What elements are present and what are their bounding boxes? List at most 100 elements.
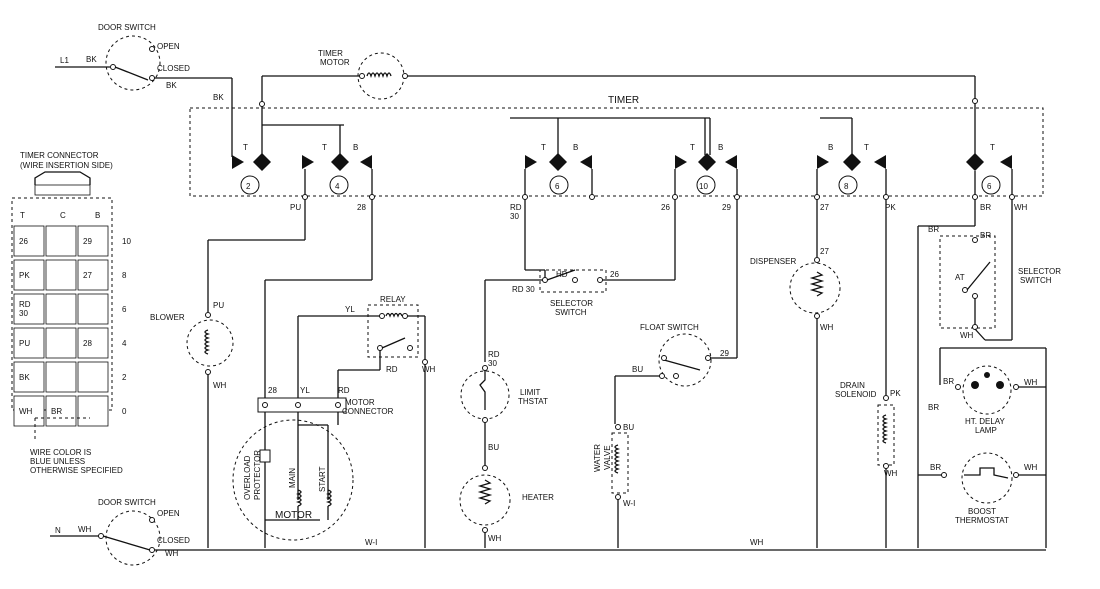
wire-30-top: 30 <box>510 212 519 221</box>
heater-label: HEATER <box>522 493 554 502</box>
wire-br-sel-1: BR <box>928 225 939 234</box>
motor: OVERLOAD PROTECTOR MAIN START MOTOR <box>232 412 354 548</box>
float-switch-label: FLOAT SWITCH <box>640 323 699 332</box>
wire-30-limit: 30 <box>488 359 497 368</box>
limit-thstat-label-2: THSTAT <box>518 397 548 406</box>
water-valve: BU W-I WATER VALVE <box>593 376 635 548</box>
selector-switch-center: HD 26 RD 30 SELECTOR SWITCH <box>485 199 676 317</box>
relay-label: RELAY <box>380 295 406 304</box>
wire-bk-door: BK <box>166 81 177 90</box>
timer-motor: TIMER <box>259 49 978 107</box>
wire-br-sel-2: BR <box>980 231 991 240</box>
motor-connector-label-1: MOTOR <box>345 398 375 407</box>
selector-switch-label-2: SWITCH <box>555 308 587 317</box>
connector-cell <box>77 293 109 325</box>
wire-wh-bus-2: WH <box>750 538 764 547</box>
wire-29-float: 29 <box>720 349 729 358</box>
sw10-left: T <box>690 143 695 152</box>
wire-28: 28 <box>357 203 366 212</box>
main-label: MAIN <box>288 468 297 488</box>
drain-solenoid: DRAIN SOLENOID PK WH <box>835 199 901 548</box>
water-valve-label-2: VALVE <box>603 445 612 470</box>
connector-position: 8 <box>122 271 127 280</box>
timer-label: TIMER <box>608 95 639 106</box>
connector-cell-text: BR <box>51 407 62 416</box>
connector-cell <box>45 225 77 257</box>
limit-thstat-label-1: LIMIT <box>520 388 541 397</box>
closed-top: CLOSED <box>157 64 190 73</box>
n-label: N <box>55 526 61 535</box>
wire-wh-valve: W-I <box>623 499 635 508</box>
connector-cell-text: PK <box>19 271 30 280</box>
wire-wh-blower: WH <box>213 381 227 390</box>
sw2-number: 2 <box>246 182 251 191</box>
open-top: OPEN <box>157 42 180 51</box>
boost-label-1: BOOST <box>968 507 996 516</box>
wire-26: 26 <box>661 203 670 212</box>
wire-bk-l1: BK <box>86 55 97 64</box>
timer-switch-2: T 2 <box>232 143 271 195</box>
motor-connector-label-2: CONNECTOR <box>342 407 394 416</box>
wire-rd-limit: RD <box>488 350 500 359</box>
sw4-number: 4 <box>335 182 340 191</box>
wire-rd-motor: RD <box>338 386 350 395</box>
wire-wh-timer: WH <box>1014 203 1028 212</box>
wire-27-dispenser: 27 <box>820 247 829 256</box>
blower: BLOWER PU WH <box>150 199 306 548</box>
wire-wh-sel: WH <box>960 331 974 340</box>
sw8-left: B <box>828 143 833 152</box>
blower-label: BLOWER <box>150 313 185 322</box>
connector-position: 0 <box>122 407 127 416</box>
sw6a-right: B <box>573 143 578 152</box>
wire-pu: PU <box>290 203 301 212</box>
sw10-number: 10 <box>699 182 708 191</box>
connector-cell <box>13 395 45 427</box>
wire-pu-blower: PU <box>213 301 224 310</box>
wire-pk: PK <box>885 203 896 212</box>
wire-27: 27 <box>820 203 829 212</box>
wire-rd-relay: RD <box>386 365 398 374</box>
timer-connector-subtitle: (WIRE INSERTION SIDE) <box>20 161 113 170</box>
timer-switch-8: B T 8 <box>817 143 886 195</box>
wire-color-note-1: WIRE COLOR IS <box>30 448 91 457</box>
drain-solenoid-label-1: DRAIN <box>840 381 865 390</box>
timer-connector: TIMER CONNECTOR (WIRE INSERTION SIDE) T … <box>11 151 131 475</box>
wire-wh-bus-1: W-I <box>365 538 377 547</box>
wire-bu-limit: BU <box>488 443 499 452</box>
top-door-switch: DOOR SWITCH L1 BK OPEN CLOSED BK BK <box>55 23 233 157</box>
connector-position: 6 <box>122 305 127 314</box>
lamp-label-2: LAMP <box>975 426 997 435</box>
closed-bottom: CLOSED <box>157 536 190 545</box>
wire-yl-relay: YL <box>345 305 355 314</box>
wire-bk-timer: BK <box>213 93 224 102</box>
bottom-door-switch: DOOR SWITCH N WH OPEN CLOSED WH W-I WH <box>50 498 1046 566</box>
sw4-right: B <box>353 143 358 152</box>
overload-label-2: PROTECTOR <box>253 450 262 500</box>
wire-rd30-top: RD <box>510 203 522 212</box>
connector-cell <box>13 327 45 359</box>
heater: HEATER WH <box>459 465 554 548</box>
timer-motor-label-2: MOTOR <box>320 58 350 67</box>
connector-cell <box>45 259 77 291</box>
conn-header-c: C <box>60 211 66 220</box>
wire-br-lamp-1: BR <box>928 403 939 412</box>
connector-cell <box>45 361 77 393</box>
dispenser-label: DISPENSER <box>750 257 796 266</box>
boost-thermostat: BR WH BOOST THERMOSTAT <box>918 452 1046 525</box>
connector-cell-text: 29 <box>83 237 92 246</box>
conn-header-b: B <box>95 211 100 220</box>
connector-cell <box>77 327 109 359</box>
connector-position: 10 <box>122 237 131 246</box>
wire-wh-relay: WH <box>422 365 436 374</box>
wire-wh-n: WH <box>78 525 92 534</box>
connector-cell-text: WH <box>19 407 33 416</box>
wire-bu-float: BU <box>632 365 643 374</box>
sw4-left: T <box>322 143 327 152</box>
wire-br-lamp-2: BR <box>943 377 954 386</box>
connector-cell <box>77 259 109 291</box>
boost-label-2: THERMOSTAT <box>955 516 1009 525</box>
connector-cell-text: 27 <box>83 271 92 280</box>
sw6b-right: T <box>990 143 995 152</box>
wire-pk-drain: PK <box>890 389 901 398</box>
